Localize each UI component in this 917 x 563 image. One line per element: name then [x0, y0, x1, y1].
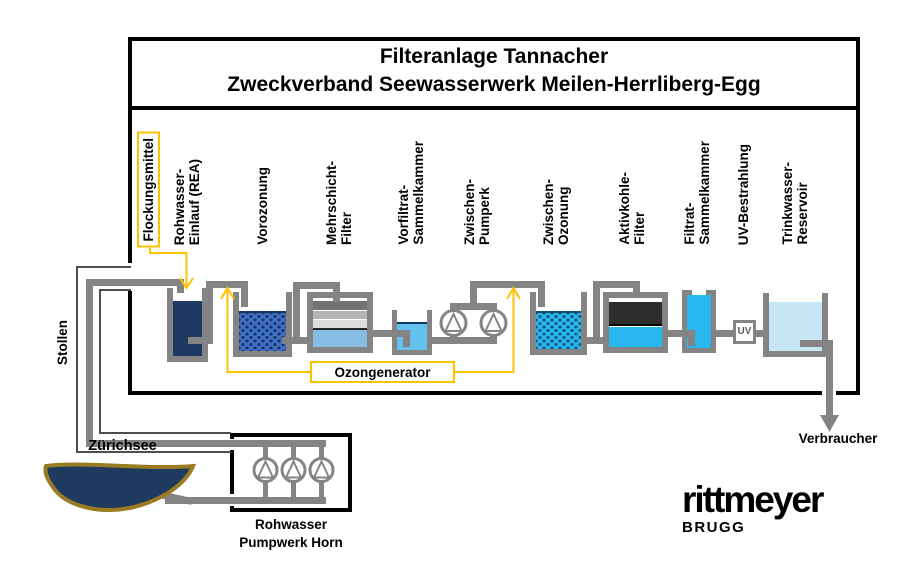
- stage-label-text: Ozonung: [556, 186, 571, 245]
- lid-opening: [692, 290, 706, 295]
- stage-label-text: Reservoir: [795, 182, 810, 245]
- filter-layer-mid: [313, 311, 367, 319]
- water-surface-line: [397, 322, 427, 324]
- pipe-segment: [291, 445, 296, 500]
- stage-label-text: Zwischen-: [541, 178, 556, 245]
- stage-label-vorozonung: Vorozonung: [255, 167, 270, 245]
- diagram-title: Filteranlage Tannacher: [379, 45, 609, 68]
- stage-label-text: Rohwasser-: [172, 168, 187, 245]
- pipe-segment: [800, 340, 833, 347]
- company-logo: rittmeyer BRUGG: [682, 479, 824, 536]
- stage-label-flockungsmittel: Flockungsmittel: [137, 132, 160, 248]
- pipe-segment: [177, 279, 184, 293]
- border-gap-left: [126, 263, 136, 291]
- tank-trinkwasser-reservoir: [763, 293, 828, 357]
- stage-label-text: Filter: [339, 211, 354, 245]
- water-fill: [397, 324, 427, 350]
- ozonated-water-fill: [239, 313, 286, 351]
- pipe-segment: [263, 445, 268, 500]
- stage-label-zwischen-ozonung: Zwischen- Ozonung: [541, 179, 571, 245]
- tank-filtrat-sammelkammer: [682, 290, 716, 353]
- pipe-segment: [593, 281, 640, 288]
- pipe-segment: [86, 279, 184, 286]
- filtered-water-fill: [313, 330, 367, 347]
- stage-label-trinkwasser-reservoir: Trinkwasser- Reservoir: [780, 162, 810, 245]
- stage-label-mehrschicht-filter: Mehrschicht- Filter: [324, 161, 354, 245]
- stollen-label-text: Stollen: [55, 319, 70, 365]
- pipe-segment: [293, 282, 340, 289]
- filter-layer-fine: [313, 320, 367, 330]
- ozongenerator-box: Ozongenerator: [310, 361, 455, 383]
- stage-label-rohwasser-einlauf: Rohwasser- Einlauf (REA): [172, 159, 202, 245]
- pipe-segment: [206, 281, 213, 344]
- logo-city-text: BRUGG: [682, 519, 746, 536]
- ozongenerator-label: Ozongenerator: [334, 365, 431, 380]
- stage-label-zwischen-pumperk: Zwischen- Pumperk: [462, 179, 492, 245]
- title-separator: [132, 106, 856, 110]
- uv-label: UV: [737, 326, 752, 337]
- pipe-segment: [538, 281, 545, 307]
- stage-label-uv-bestrahlung: UV-Bestrahlung: [736, 144, 751, 245]
- water-surface-line: [536, 311, 581, 313]
- stage-label-text: Sammelkammer: [697, 141, 712, 245]
- stage-label-aktivkohle-filter: Aktivkohle- Filter: [617, 172, 647, 245]
- pipe-segment: [688, 335, 695, 346]
- diagram-subtitle: Zweckverband Seewasserwerk Meilen-Herrli…: [227, 73, 761, 96]
- pipe-segment: [826, 340, 833, 417]
- stage-label-text: Aktivkohle-: [617, 172, 632, 245]
- stage-label-text: Filter: [632, 211, 647, 245]
- lake-label: Zürichsee: [88, 438, 157, 454]
- pumpwerk-outline: [230, 433, 352, 512]
- stage-label-text: Pumperk: [477, 187, 492, 245]
- pipe-segment: [367, 330, 410, 337]
- water-fill: [609, 327, 662, 347]
- ozonated-water-fill: [536, 313, 581, 349]
- stage-label-text: Vorozonung: [255, 167, 270, 245]
- pipe-segment: [427, 337, 497, 344]
- pipe-segment: [403, 335, 410, 347]
- stage-label-filtrat-sammelkammer: Filtrat- Sammelkammer: [682, 141, 712, 245]
- pipe-segment: [165, 497, 326, 504]
- tank-mehrschicht-filter: [307, 292, 373, 353]
- stollen-label: Stollen: [55, 320, 70, 365]
- pipe-segment: [633, 281, 640, 298]
- pipe-segment: [711, 330, 735, 337]
- stage-label-text: Vorfiltrat-: [396, 185, 411, 245]
- carbon-layer: [609, 302, 662, 326]
- pipe-segment: [593, 281, 600, 344]
- verbraucher-label: Verbraucher: [798, 431, 878, 446]
- arrow-down-icon: [820, 415, 839, 432]
- pipe-segment: [319, 445, 324, 500]
- stage-label-text: UV-Bestrahlung: [736, 143, 751, 245]
- stage-label-text: Filtrat-: [682, 203, 697, 245]
- pipe-segment: [241, 281, 248, 307]
- pipe-segment: [662, 330, 695, 337]
- pipe-segment: [86, 279, 93, 447]
- stage-label-vorfiltrat-sammelkammer: Vorfiltrat- Sammelkammer: [396, 141, 426, 245]
- stage-label-text: Zwischen-: [462, 178, 477, 245]
- raw-water-fill: [173, 301, 202, 356]
- uv-unit: UV: [733, 320, 756, 344]
- plant-outline: [128, 37, 860, 395]
- stage-label-text: Mehrschicht-: [324, 160, 339, 245]
- tank-aktivkohle-filter: [603, 292, 668, 353]
- logo-brand-text: rittmeyer: [682, 479, 824, 520]
- tank-zwischen-ozonung: [530, 292, 587, 355]
- pipe-segment: [581, 337, 603, 344]
- pipe-segment: [470, 281, 545, 288]
- stage-label-text: Trinkwasser-: [780, 162, 795, 245]
- pumpwerk-label-line2: Pumpwerk Horn: [239, 535, 343, 550]
- pipe-segment: [333, 282, 340, 302]
- filter-layer-coarse: [313, 301, 367, 310]
- tank-rohwasser-einlauf: [167, 288, 208, 362]
- pipe-segment: [754, 330, 769, 337]
- stage-label-text: Einlauf (REA): [187, 158, 202, 245]
- stage-label-text: Flockungsmittel: [141, 138, 156, 242]
- pipe-segment: [293, 282, 300, 344]
- pumpwerk-label-line1: Rohwasser: [254, 517, 328, 532]
- stage-label-text: Sammelkammer: [411, 141, 426, 245]
